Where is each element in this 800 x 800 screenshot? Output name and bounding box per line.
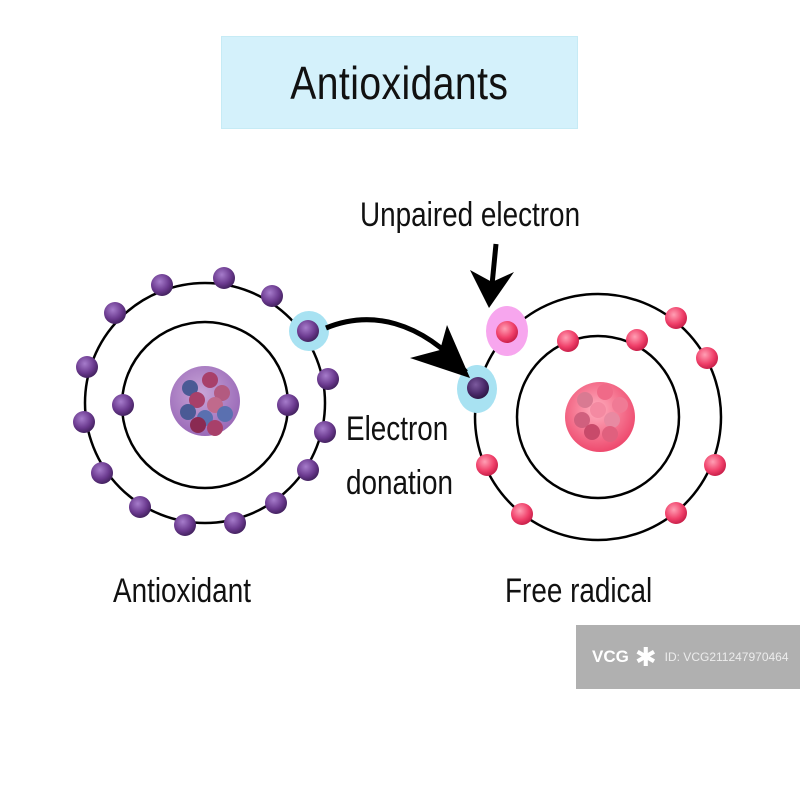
electron-donation-label-2: donation — [346, 464, 453, 502]
electron — [557, 330, 579, 352]
nucleon — [189, 392, 205, 408]
electron — [476, 454, 498, 476]
nucleon — [214, 385, 230, 401]
electron — [704, 454, 726, 476]
electron — [174, 514, 196, 536]
electron — [277, 394, 299, 416]
electron — [213, 267, 235, 289]
electron — [496, 321, 518, 343]
unpaired-electron-label: Unpaired electron — [360, 196, 581, 234]
electron — [91, 462, 113, 484]
nucleon — [217, 406, 233, 422]
donated-electron — [467, 377, 489, 399]
electron — [297, 459, 319, 481]
title-banner: Antioxidants — [221, 36, 578, 129]
electron — [112, 394, 134, 416]
electron — [265, 492, 287, 514]
unpaired-arrow — [489, 243, 499, 286]
nucleon — [180, 404, 196, 420]
electron — [665, 307, 687, 329]
nucleon — [577, 392, 593, 408]
outer-orbit — [83, 281, 327, 525]
electron-donation-label-1: Electron — [346, 410, 449, 448]
watermark-logo: VCG — [592, 647, 629, 666]
inner-orbit — [515, 334, 681, 500]
nucleon — [207, 420, 223, 436]
nucleon — [202, 372, 218, 388]
electron — [665, 502, 687, 524]
watermark-burst-icon: ✱ — [634, 641, 657, 672]
nucleon — [604, 412, 620, 428]
electron — [129, 496, 151, 518]
watermark-id: ID: VCG211247970464 — [664, 650, 789, 664]
electron — [314, 421, 336, 443]
nucleon — [590, 402, 606, 418]
unpaired-arrowhead — [470, 270, 514, 308]
nucleon — [182, 380, 198, 396]
electron — [261, 285, 283, 307]
electron — [297, 320, 319, 342]
electron — [696, 347, 718, 369]
watermark: VCG ✱ ID: VCG211247970464 — [576, 625, 800, 689]
electron — [73, 411, 95, 433]
antioxidant-atom — [73, 267, 339, 536]
page-title: Antioxidants — [290, 56, 509, 109]
nucleon — [584, 424, 600, 440]
nucleon — [190, 417, 206, 433]
antioxidant-label: Antioxidant — [113, 572, 251, 610]
electron — [317, 368, 339, 390]
electron — [104, 302, 126, 324]
electron — [626, 329, 648, 351]
electron — [151, 274, 173, 296]
electron — [511, 503, 533, 525]
nucleon — [602, 426, 618, 442]
nucleon — [597, 384, 613, 400]
nucleon — [612, 397, 628, 413]
electron — [224, 512, 246, 534]
free-radical-atom — [457, 292, 726, 542]
donation-arrowhead — [410, 325, 470, 378]
outer-orbit — [473, 292, 723, 542]
nucleon — [574, 412, 590, 428]
electron — [76, 356, 98, 378]
free-radical-label: Free radical — [505, 572, 653, 610]
